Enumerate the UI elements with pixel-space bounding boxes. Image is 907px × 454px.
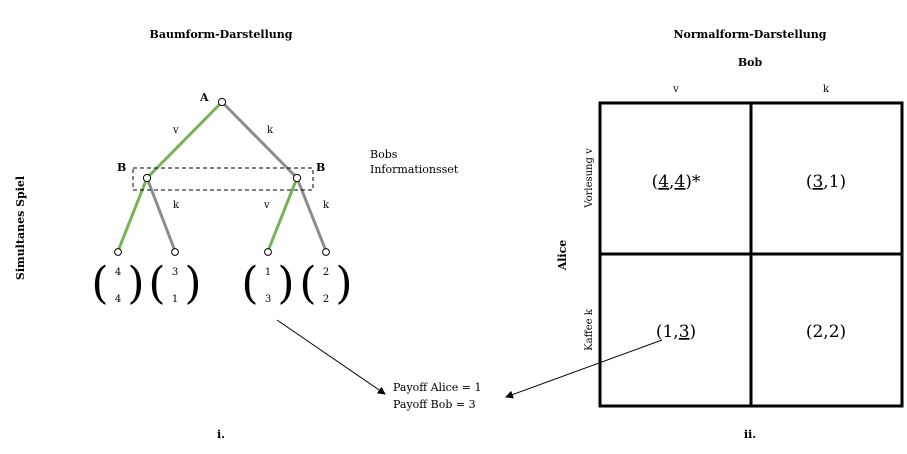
payoff-vector-4: ( 2 2 ) — [299, 258, 352, 309]
information-set-box — [132, 167, 314, 191]
edge-label-right-left: v — [263, 200, 270, 211]
paren-right: ) — [277, 258, 294, 309]
row-player-label: Alice — [556, 240, 569, 272]
cell-r2c2-a: 2 — [812, 322, 823, 342]
cell-r2c1-a: 1 — [662, 322, 673, 342]
edge-label-root-right: k — [267, 125, 274, 136]
side-title: Simultanes Spiel — [14, 176, 27, 280]
row-label-vorlesung: Vorlesung v — [584, 148, 595, 209]
edge-left-right — [145, 177, 177, 252]
info-set-label-1: Bobs — [370, 148, 398, 161]
paren-right: ) — [184, 258, 201, 309]
paren-left: ( — [91, 258, 108, 309]
arrow-from-tree — [276, 319, 386, 395]
payoff-alice-text: Payoff Alice = 1 — [393, 381, 481, 394]
payoff-1-top: 4 — [115, 267, 121, 278]
panel-label-i: i. — [217, 428, 225, 441]
node-left-label: B — [117, 161, 126, 174]
node-left — [142, 173, 152, 183]
leaf-3 — [264, 248, 272, 256]
paren-left: ( — [148, 258, 165, 309]
leaf-2 — [171, 248, 179, 256]
cell-r2c2: (2,2) — [806, 322, 846, 342]
cell-r1c1-b: 4 — [674, 172, 685, 192]
payoff-vector-1: ( 4 4 ) — [91, 258, 144, 309]
payoff-2-top: 3 — [172, 267, 178, 278]
edge-right-left — [266, 177, 299, 252]
payoff-bob-text: Payoff Bob = 3 — [393, 398, 476, 411]
root-label: A — [199, 91, 209, 104]
paren-right: ) — [127, 258, 144, 309]
payoff-vector-3: ( 1 3 ) — [241, 258, 294, 309]
matrix-title: Normalform-Darstellung — [674, 28, 827, 41]
payoff-3-top: 1 — [265, 267, 271, 278]
payoff-2-bottom: 1 — [172, 294, 178, 305]
edge-root-right — [220, 100, 299, 180]
row-label-kaffee: Kaffee k — [584, 308, 595, 351]
edge-left-left — [116, 177, 149, 252]
leaf-1 — [114, 248, 122, 256]
paren-left: ( — [299, 258, 316, 309]
col-label-v: v — [672, 84, 679, 95]
payoff-3-bottom: 3 — [265, 294, 271, 305]
cell-r1c1-a: 4 — [658, 172, 669, 192]
cell-r1c2-a: 3 — [812, 172, 823, 192]
edge-label-root-left: v — [172, 125, 179, 136]
panel-label-ii: ii. — [744, 428, 756, 441]
info-set-label-2: Informationsset — [370, 163, 459, 176]
edge-root-left — [145, 100, 224, 180]
cell-r1c2: (3,1) — [806, 172, 846, 192]
node-right-label: B — [316, 161, 325, 174]
nash-mark: * — [692, 172, 701, 192]
root-node — [217, 97, 227, 107]
edge-label-left-right: k — [173, 200, 180, 211]
leaf-4 — [322, 248, 330, 256]
col-label-k: k — [823, 84, 830, 95]
payoff-4-bottom: 2 — [323, 294, 329, 305]
edge-right-right — [295, 177, 328, 252]
payoff-4-top: 2 — [323, 267, 329, 278]
paren-left: ( — [241, 258, 258, 309]
cell-r1c2-b: 1 — [829, 172, 840, 192]
cell-r2c2-b: 2 — [829, 322, 840, 342]
node-right — [292, 173, 302, 183]
edge-label-right-right: k — [323, 200, 330, 211]
payoff-vector-2: ( 3 1 ) — [148, 258, 201, 309]
paren-right: ) — [335, 258, 352, 309]
cell-r1c1: (4,4)* — [652, 172, 701, 192]
cell-r2c1-b: 3 — [679, 322, 690, 342]
payoff-1-bottom: 4 — [115, 294, 121, 305]
col-player-label: Bob — [738, 56, 763, 69]
tree-title: Baumform-Darstellung — [150, 28, 293, 41]
arrow-from-matrix — [505, 339, 663, 399]
cell-r2c1: (1,3) — [656, 322, 696, 342]
